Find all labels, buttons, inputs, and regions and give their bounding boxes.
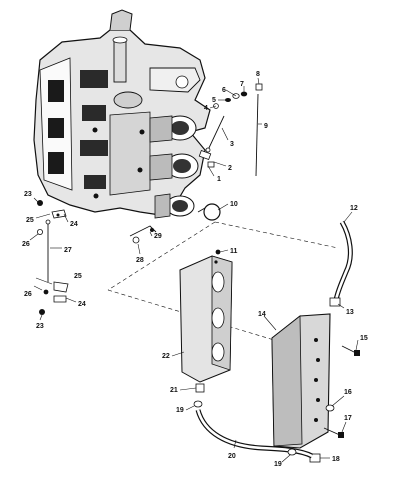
fitting-21 [195, 383, 205, 393]
callout-8: 8 [256, 71, 260, 78]
hose-lower [195, 409, 314, 459]
intake-port-middle [149, 153, 199, 181]
callout-24-lower: 24 [78, 301, 86, 308]
hose-fitting [329, 297, 341, 307]
callout-1: 1 [217, 176, 221, 183]
callout-25-lower: 25 [74, 273, 82, 280]
callout-23-lower: 23 [36, 323, 44, 330]
callout-4: 4 [204, 105, 208, 112]
callout-15: 15 [360, 335, 368, 342]
fitting-19-upper [193, 400, 203, 408]
callout-17: 17 [344, 415, 352, 422]
engine-block [33, 9, 211, 219]
gasket-plate [179, 255, 233, 383]
callout-5: 5 [212, 97, 216, 104]
callout-18: 18 [332, 456, 340, 463]
linkage-assembly [37, 200, 69, 315]
callout-26-lower: 26 [24, 291, 32, 298]
wire-clip [129, 225, 157, 244]
callout-11: 11 [230, 248, 238, 255]
callout-19-lower: 19 [274, 461, 282, 468]
callout-28: 28 [136, 257, 144, 264]
callout-29: 29 [154, 233, 162, 240]
callout-25-upper: 25 [26, 217, 34, 224]
callout-9: 9 [264, 123, 268, 130]
callout-13: 13 [346, 309, 354, 316]
callout-16: 16 [344, 389, 352, 396]
callout-7: 7 [240, 81, 244, 88]
callout-27: 27 [64, 247, 72, 254]
callout-23-upper: 23 [24, 191, 32, 198]
callout-numbers: 1 2 3 4 5 6 7 8 9 10 11 12 13 14 15 16 1… [22, 71, 368, 468]
callout-6: 6 [222, 87, 226, 94]
callout-24-upper: 24 [70, 221, 78, 228]
callout-2: 2 [228, 165, 232, 172]
callout-22: 22 [162, 353, 170, 360]
callout-20: 20 [228, 453, 236, 460]
callout-12: 12 [350, 205, 358, 212]
callout-26-upper: 26 [22, 241, 30, 248]
long-rod [255, 93, 259, 177]
bolt-11 [215, 249, 221, 255]
bolt-15 [341, 345, 360, 356]
callout-21: 21 [170, 387, 178, 394]
throttle-link-rod [205, 115, 225, 153]
hose-clamp [197, 203, 221, 221]
callout-3: 3 [230, 141, 234, 148]
small-fittings [213, 83, 263, 109]
hose-upper [333, 220, 353, 301]
leader-lines [29, 77, 359, 463]
small-spring-bolt [198, 149, 215, 168]
intake-port-lower [154, 193, 195, 219]
callout-14: 14 [258, 311, 266, 318]
intake-port-upper [149, 115, 197, 143]
bolt-17 [323, 427, 344, 438]
callout-19-upper: 19 [176, 407, 184, 414]
callout-10: 10 [230, 201, 238, 208]
cover-plate [271, 313, 335, 449]
fitting-19-lower [287, 448, 297, 456]
